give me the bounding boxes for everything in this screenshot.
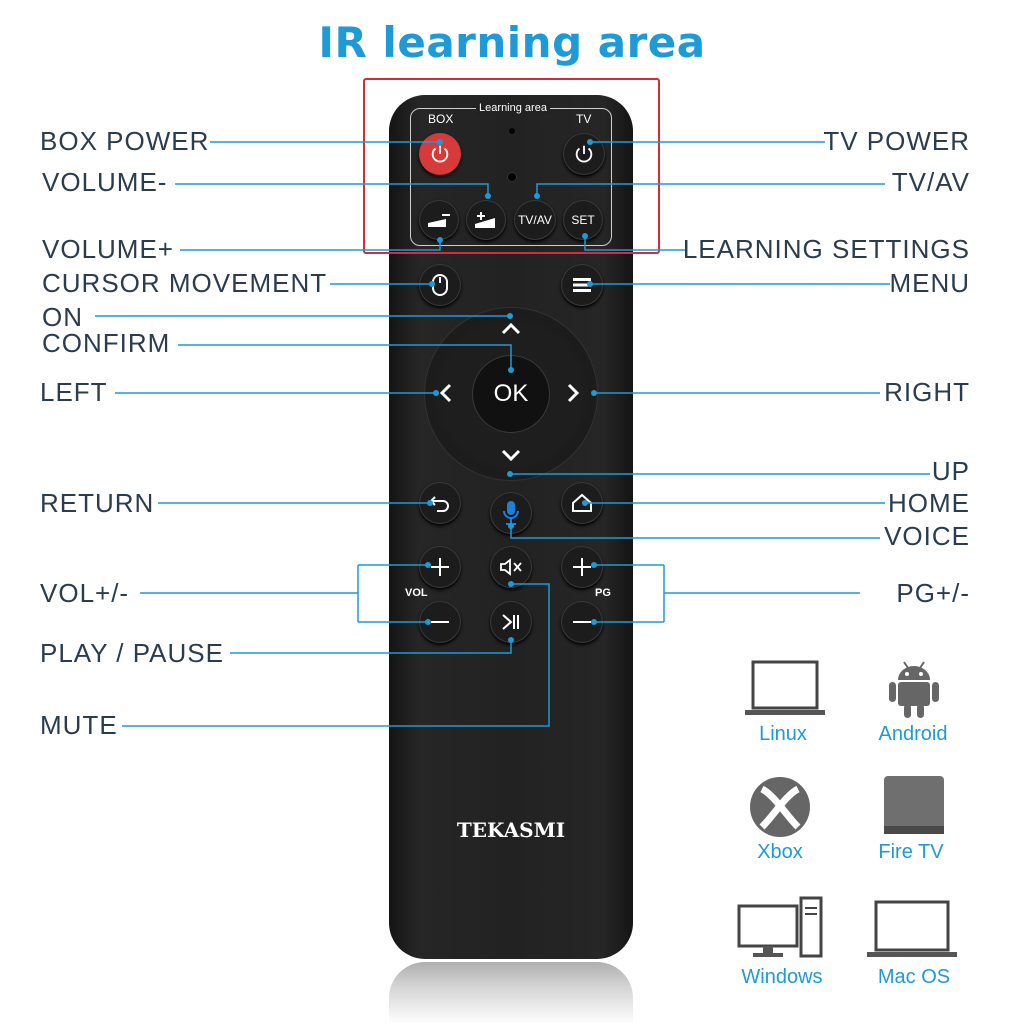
label-mute: MUTE [40, 710, 118, 740]
tv-power-button[interactable] [563, 133, 605, 175]
tv-label: TV [576, 112, 592, 126]
label-cursor-movement: CURSOR MOVEMENT [42, 268, 328, 298]
vol-label: VOL [405, 587, 428, 599]
os-android-label: Android [878, 723, 948, 745]
volume-down-icon [428, 214, 450, 227]
label-voice: VOICE [884, 521, 970, 551]
home-icon [572, 493, 592, 512]
label-learning-settings: LEARNING SETTINGS [682, 234, 970, 264]
ir-learning-area-highlight [363, 78, 660, 254]
up-arrow-icon[interactable] [500, 320, 522, 341]
learning-area-label: Learning area [476, 102, 550, 114]
menu-button[interactable] [561, 264, 603, 306]
volume-down-button[interactable] [419, 200, 459, 240]
volume-up-icon [475, 212, 495, 228]
page-title: IR learning area [318, 18, 706, 67]
minus-icon [573, 621, 591, 623]
mute-icon [500, 558, 522, 576]
volume-up-button[interactable] [466, 200, 506, 240]
os-fire-tv-label: Fire TV [878, 841, 944, 863]
play-pause-button[interactable] [490, 601, 532, 643]
microphone-hole [508, 173, 516, 181]
set-button[interactable]: SET [563, 200, 603, 240]
power-icon [575, 145, 593, 163]
os-mac-os-label: Mac OS [877, 966, 951, 988]
left-arrow-icon[interactable] [437, 382, 453, 409]
os-linux: Linux [728, 723, 838, 746]
label-up: UP [931, 456, 970, 486]
label-home: HOME [888, 488, 970, 518]
xbox-icon [748, 775, 812, 844]
remote-reflection [389, 962, 633, 1024]
down-arrow-icon[interactable] [500, 448, 522, 469]
android-icon [886, 658, 942, 725]
label-return: RETURN [40, 488, 155, 518]
fire-tv-icon [882, 774, 946, 841]
os-windows-label: Windows [741, 966, 823, 988]
label-box-power: BOX POWER [40, 126, 210, 156]
label-right: RIGHT [884, 377, 970, 407]
cursor-mouse-button[interactable] [419, 264, 461, 306]
plus-icon [573, 558, 591, 576]
os-linux-label: Linux [759, 723, 807, 745]
play-pause-icon [502, 614, 519, 630]
plus-icon [431, 558, 449, 576]
os-xbox: Xbox [725, 841, 835, 864]
label-confirm: CONFIRM [42, 328, 171, 358]
os-xbox-label: Xbox [757, 841, 803, 863]
minus-icon [431, 621, 449, 623]
os-mac-os: Mac OS [859, 966, 969, 989]
microphone-icon [503, 501, 519, 525]
label-tv-power: TV POWER [823, 126, 970, 156]
ok-button[interactable]: OK [472, 355, 550, 433]
right-arrow-icon[interactable] [566, 382, 582, 409]
label-menu: MENU [889, 268, 970, 298]
label-left: LEFT [40, 377, 108, 407]
label-volume-plus: VOLUME+ [42, 234, 174, 264]
os-android: Android [858, 723, 968, 746]
label-tv-av: TV/AV [891, 167, 970, 197]
label-volume-minus: VOLUME- [42, 167, 168, 197]
box-label: BOX [428, 112, 454, 126]
ir-emitter [509, 128, 515, 134]
desktop-pc-icon [737, 896, 825, 965]
power-icon [431, 145, 449, 163]
laptop-icon [744, 660, 826, 723]
label-pg-plus-minus: PG+/- [896, 578, 970, 608]
label-on: ON [42, 302, 83, 332]
brand-logo-text: TEKASMI [456, 818, 566, 842]
os-fire-tv: Fire TV [856, 841, 966, 864]
os-windows: Windows [727, 966, 837, 989]
menu-icon [573, 278, 591, 292]
label-play-pause: PLAY / PAUSE [40, 638, 224, 668]
laptop-icon [866, 900, 958, 965]
tv-av-button[interactable]: TV/AV [514, 200, 556, 240]
label-vol-plus-minus: VOL+/- [40, 578, 130, 608]
pg-label: PG [595, 587, 611, 599]
